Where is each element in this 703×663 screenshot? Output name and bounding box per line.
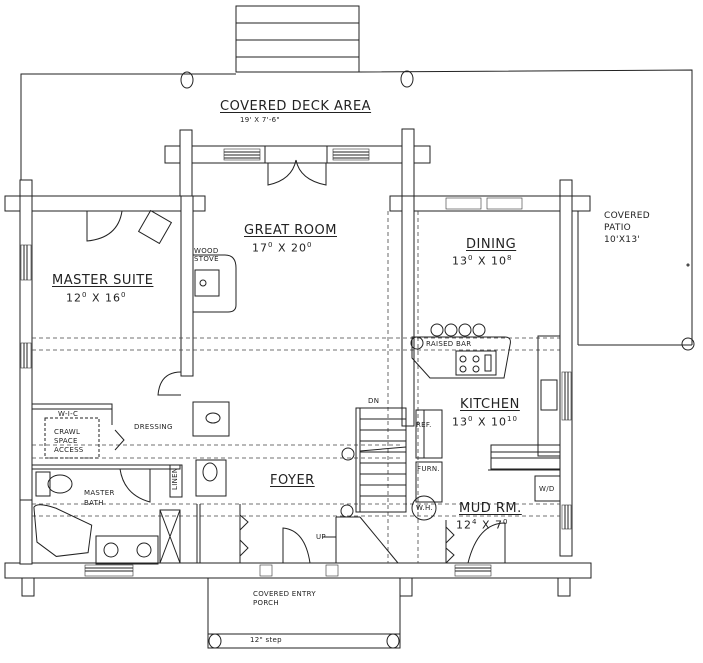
ref-label: REF.	[416, 421, 432, 429]
great-room-title: GREAT ROOM	[244, 223, 337, 238]
dining-title: DINING	[466, 237, 517, 252]
raised-bar-label: RAISED BAR	[426, 340, 472, 348]
stair-down-label: DN	[368, 397, 380, 405]
beam-lines	[32, 211, 560, 563]
covered-patio-label-2: PATIO	[604, 223, 632, 233]
porch-step-label: 12" step	[250, 636, 282, 644]
dressing-label: DRESSING	[134, 423, 173, 431]
great-room-rear-wall	[164, 128, 431, 197]
dining-dims: 130 X 108	[452, 254, 513, 268]
wood-stove	[193, 254, 237, 313]
water-heater-label: W.H.	[416, 504, 433, 512]
wood-stove-label-2: STOVE	[194, 255, 219, 263]
mud-room-title: MUD RM.	[459, 501, 522, 516]
walk-in-closet-label: W-I-C	[58, 410, 79, 418]
covered-entry-porch	[207, 577, 401, 649]
linen-label: LINEN	[171, 467, 179, 490]
stair-up-label: UP	[316, 533, 326, 541]
crawl-space-label-3: ACCESS	[54, 446, 84, 454]
kitchen-title: KITCHEN	[460, 397, 520, 412]
entry-porch-label: COVERED ENTRY	[253, 590, 316, 598]
rear-deck-steps	[235, 5, 360, 73]
covered-patio-dims: 10'X13'	[604, 235, 641, 245]
furnace-label: FURN.	[417, 465, 440, 473]
crawl-space-label-1: CRAWL	[54, 428, 81, 436]
staircase	[322, 407, 407, 564]
mud-room-fixtures	[411, 495, 506, 564]
washer-dryer-label: W/D	[539, 485, 555, 493]
foyer-title: FOYER	[270, 473, 315, 488]
foyer-fixtures	[179, 504, 311, 564]
great-room-dims: 170 X 200	[252, 241, 313, 255]
master-suite-title: MASTER SUITE	[52, 273, 154, 288]
covered-patio-label: COVERED	[604, 211, 651, 221]
mud-room-dims: 124 X 70	[456, 518, 509, 532]
entry-porch-label-2: PORCH	[253, 599, 279, 607]
master-bath-label-2: BATH	[84, 499, 104, 507]
exterior-walls	[4, 179, 592, 597]
wood-stove-label: WOOD	[194, 247, 219, 255]
kitchen-dims: 130 X 1010	[452, 415, 518, 429]
master-bath-fixtures	[31, 371, 230, 565]
kitchen-fixtures	[410, 323, 561, 503]
covered-deck-dims: 19' X 7'-6"	[240, 116, 280, 124]
crawl-space-label-2: SPACE	[54, 437, 78, 445]
master-suite-dims: 120 X 160	[66, 291, 127, 305]
master-bath-label: MASTER	[84, 489, 115, 497]
covered-deck-title: COVERED DECK AREA	[220, 99, 372, 114]
master-suite-fixtures	[86, 209, 237, 313]
